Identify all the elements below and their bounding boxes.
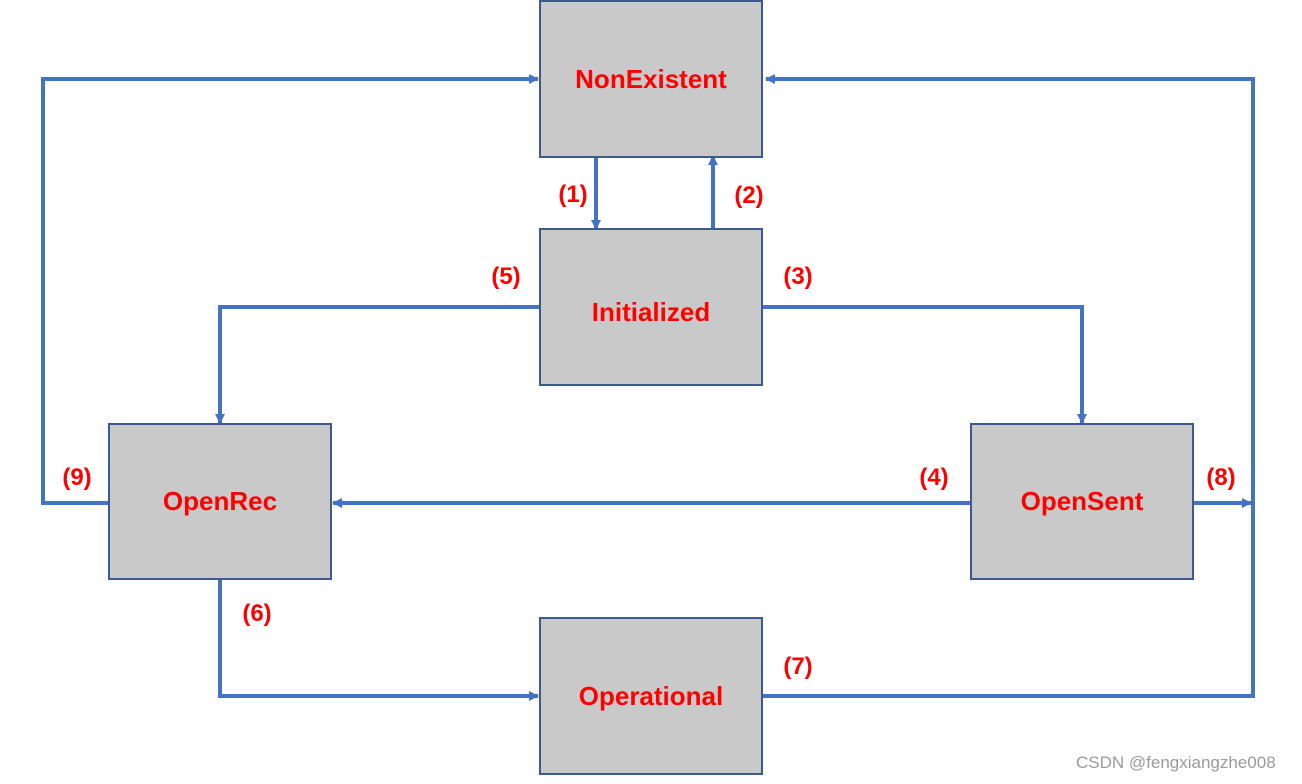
watermark-text: CSDN @fengxiangzhe008 xyxy=(1076,753,1276,772)
edge-9 xyxy=(41,74,539,505)
state-initialized: Initialized xyxy=(539,228,763,386)
edge-5 xyxy=(215,305,540,424)
state-initialized-label: Initialized xyxy=(592,297,710,327)
edge-7 xyxy=(762,74,1255,698)
transition-label-7: (7) xyxy=(783,653,812,680)
state-openrec: OpenRec xyxy=(108,423,332,580)
transition-label-6: (6) xyxy=(242,600,271,627)
state-openrec-label: OpenRec xyxy=(163,486,277,516)
transition-label-8: (8) xyxy=(1206,464,1235,491)
state-nonexistent-label: NonExistent xyxy=(575,64,727,94)
transition-label-9: (9) xyxy=(62,464,91,491)
transition-label-4: (4) xyxy=(919,464,948,491)
state-nonexistent: NonExistent xyxy=(539,0,763,158)
transition-label-2: (2) xyxy=(734,182,763,209)
state-operational-label: Operational xyxy=(579,681,723,711)
edge-3 xyxy=(762,305,1087,424)
transition-label-5: (5) xyxy=(491,263,520,290)
transition-label-3: (3) xyxy=(783,263,812,290)
state-opensent-label: OpenSent xyxy=(1021,486,1144,516)
state-operational: Operational xyxy=(539,617,763,775)
state-opensent: OpenSent xyxy=(970,423,1194,580)
transition-label-1: (1) xyxy=(558,181,587,208)
edge-6 xyxy=(218,579,539,701)
